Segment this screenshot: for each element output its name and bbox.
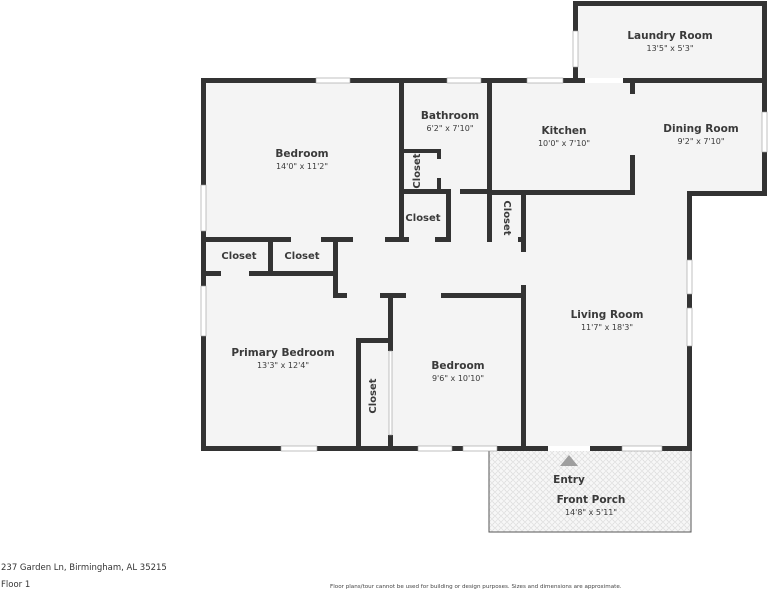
closet-label: Closet — [221, 251, 256, 262]
room-kitchen: Kitchen 10'0" x 7'10" — [538, 125, 590, 148]
room-living: Living Room 11'7" x 18'3" — [571, 309, 644, 332]
room-name: Bedroom — [275, 148, 328, 160]
room-dimensions: 13'5" x 5'3" — [646, 44, 693, 53]
room-dimensions: 9'2" x 7'10" — [677, 137, 724, 146]
room-name: Bedroom — [431, 360, 484, 372]
room-name: Dining Room — [663, 123, 739, 135]
closet-label: Closet — [405, 213, 440, 224]
room-laundry: Laundry Room 13'5" x 5'3" — [627, 30, 712, 53]
room-dimensions: 10'0" x 7'10" — [538, 139, 590, 148]
room-dining: Dining Room 9'2" x 7'10" — [663, 123, 739, 146]
room-dimensions: 14'8" x 5'11" — [565, 508, 617, 517]
room-primary-bedroom: Primary Bedroom 13'3" x 12'4" — [231, 347, 334, 370]
room-name: Kitchen — [541, 125, 586, 137]
entry-arrow-icon — [560, 455, 578, 466]
room-name: Primary Bedroom — [231, 347, 334, 359]
room-bedroom-1: Bedroom 14'0" x 11'2" — [275, 148, 328, 171]
room-floors — [204, 4, 764, 533]
closet-label: Closet — [501, 200, 512, 235]
room-bedroom-2: Bedroom 9'6" x 10'10" — [431, 360, 484, 383]
room-dimensions: 6'2" x 7'10" — [426, 124, 473, 133]
closet-label: Closet — [412, 153, 423, 188]
windows — [200, 30, 768, 452]
closet-label: Closet — [368, 378, 379, 413]
floor-label: Floor 1 — [1, 580, 31, 590]
entry-label: Entry — [553, 474, 585, 486]
room-bathroom: Bathroom 6'2" x 7'10" — [421, 110, 479, 133]
property-address: 237 Garden Ln, Birmingham, AL 35215 — [1, 563, 167, 573]
room-dimensions: 11'7" x 18'3" — [581, 323, 633, 332]
room-name: Bathroom — [421, 110, 479, 122]
room-dimensions: 9'6" x 10'10" — [432, 374, 484, 383]
room-name: Front Porch — [557, 494, 626, 506]
room-front-porch: Front Porch 14'8" x 5'11" — [557, 494, 626, 517]
front-porch-floor — [488, 447, 692, 533]
room-dimensions: 14'0" x 11'2" — [276, 162, 328, 171]
room-name: Laundry Room — [627, 30, 712, 42]
room-labels: Laundry Room 13'5" x 5'3" Bedroom 14'0" … — [221, 30, 738, 517]
room-name: Living Room — [571, 309, 644, 321]
disclaimer: Floor plans/tour cannot be used for buil… — [330, 584, 622, 590]
closet-label: Closet — [284, 251, 319, 262]
room-dimensions: 13'3" x 12'4" — [257, 361, 309, 370]
